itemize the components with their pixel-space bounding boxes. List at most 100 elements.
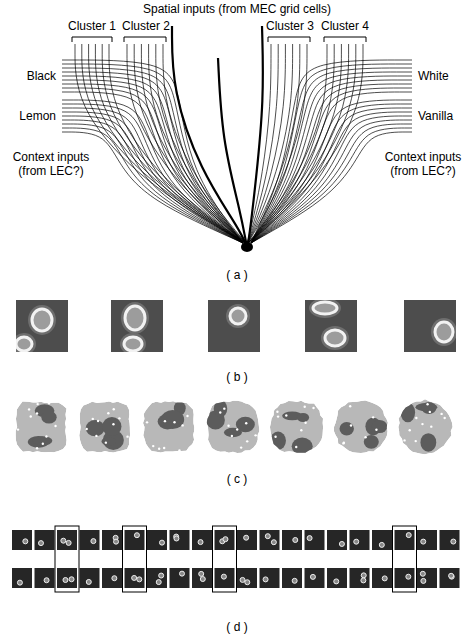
speck [158,448,160,450]
small-field [449,573,454,578]
small-field [114,539,119,544]
speck [300,429,302,431]
map-area [334,401,388,453]
rate-map [398,399,452,454]
speck [164,420,166,422]
speck [54,425,56,427]
small-field [156,580,161,585]
place-field [124,337,142,351]
small-map [305,568,325,588]
small-field [179,571,184,576]
context-input-fiber [62,112,243,243]
rate-map [270,401,323,455]
small-field [134,533,139,538]
context-input-fiber [251,88,412,243]
small-field [263,577,268,582]
small-map [35,568,55,588]
field-glow [431,318,456,346]
dark-patch [401,403,416,423]
small-field [451,539,456,544]
context-input-fiber [251,124,412,243]
small-field [310,574,315,579]
speck [186,415,188,417]
map-area [16,402,67,453]
speck [36,403,38,405]
field-glow [16,333,36,352]
speck [97,420,99,422]
field-glow [28,305,56,335]
small-field [406,574,411,579]
cell-body [241,242,253,252]
rate-map [208,300,260,352]
field-glow [226,304,250,328]
speck [105,441,107,443]
small-field [420,571,425,576]
field-glow [321,326,349,350]
small-map [192,530,212,550]
speck [430,425,432,427]
neuron-wiring [62,26,412,252]
map-background [404,300,456,352]
rate-map [206,400,259,453]
speck [415,417,417,419]
speck [304,422,306,424]
speck [426,403,428,405]
small-field [112,576,117,581]
speck [443,417,445,419]
small-map [372,530,392,550]
speck [246,440,248,442]
panel-letter: ( a ) [187,268,287,282]
small-map [282,568,302,588]
dendrite [218,58,247,247]
dark-patch [420,433,436,452]
context-input-fiber [251,108,412,243]
cluster-bracket [124,37,166,42]
speck [30,415,32,417]
rate-map [143,401,194,452]
speck [152,445,154,447]
small-map [440,568,460,588]
speck [146,421,148,423]
small-field [91,539,96,544]
context-input-fiber [62,104,243,243]
rate-map [334,401,388,453]
speck [295,446,297,448]
panel-letter: ( b ) [187,370,287,384]
speck [375,429,377,431]
small-map [57,530,77,550]
speck [409,429,411,431]
small-map [260,530,280,550]
small-field [339,541,344,546]
dark-patch [33,436,53,445]
context-label: White [418,69,470,83]
speck [36,412,38,414]
context-input-fiber [62,116,243,243]
small-map [372,568,392,588]
place-field [230,308,246,324]
speck [163,447,165,449]
small-map [102,530,122,550]
spatial-input-fiber [75,44,247,244]
dark-patch [41,411,56,424]
context-input-fiber [62,108,243,243]
speck [118,417,120,419]
speck [95,435,97,437]
speck [181,424,183,426]
small-field [221,574,226,579]
cluster-bracket [268,37,310,42]
map-area [207,401,260,453]
small-field [379,542,384,547]
small-field [66,540,71,545]
small-map [237,568,257,588]
small-field [361,578,366,583]
place-field [32,309,52,331]
cluster-bracket [72,37,112,42]
small-field [38,541,43,546]
small-map [80,530,100,550]
speck [254,434,256,436]
speck [107,412,109,414]
context-label: Black [4,69,56,83]
small-field [23,539,28,544]
cluster-label: Cluster 1 [57,19,127,33]
session-maps [12,526,460,592]
